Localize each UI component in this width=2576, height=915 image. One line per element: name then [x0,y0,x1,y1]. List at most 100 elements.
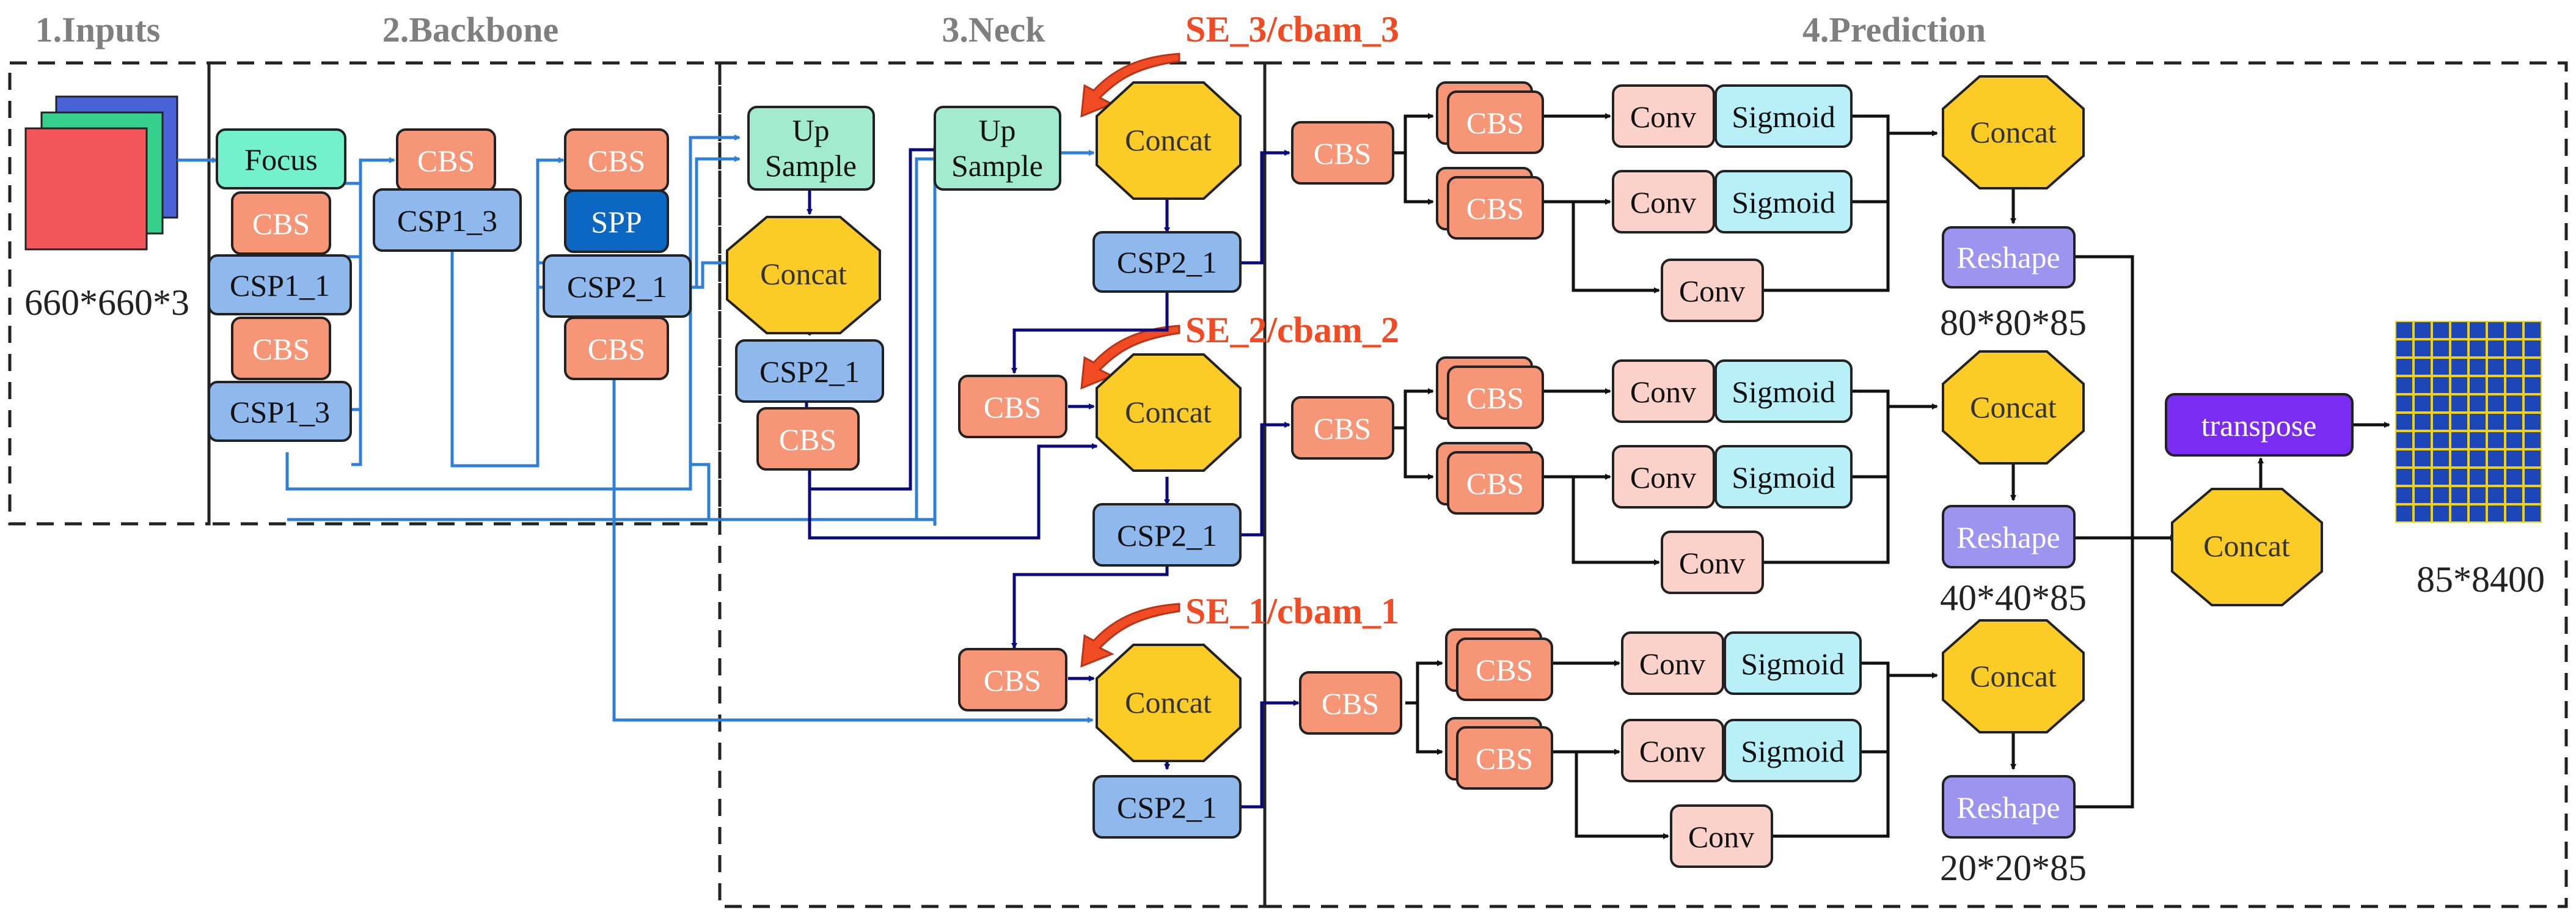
upsample-label: Sample [951,149,1043,183]
cbs-block[interactable]: CBS [958,648,1067,711]
upsample-block[interactable]: Up Sample [747,106,875,191]
section-title-neck: 3.Neck [942,10,1045,50]
conv-block[interactable]: Conv [1612,84,1715,148]
attention-arrow-3 [1080,53,1180,118]
cbs-label: CBS [1314,411,1372,446]
sigmoid-block[interactable]: Sigmoid [1714,170,1853,233]
csp2-1-block[interactable]: CSP2_1 [543,254,692,318]
output-grid-cell [2433,395,2449,411]
spp-block[interactable]: SPP [564,189,669,253]
upsample-block[interactable]: Up Sample [934,106,1061,191]
output-grid-cell [2433,377,2449,393]
conv-block[interactable]: Conv [1612,170,1715,233]
conv-block[interactable]: Conv [1612,445,1715,509]
cbs-label: CBS [1476,653,1534,687]
output-grid-cell [2525,395,2541,411]
sigmoid-block[interactable]: Sigmoid [1714,445,1853,509]
conv-label: Conv [1630,375,1696,409]
output-dim-40: 40*40*85 [1940,578,2087,618]
csp2-1-block[interactable]: CSP2_1 [1092,775,1242,839]
concat-block[interactable]: Concat [1942,619,2085,733]
cbs-block[interactable]: CBS [231,317,331,380]
cbs-block[interactable]: CBS [756,407,860,471]
conv-block[interactable]: Conv [1661,531,1764,594]
cbs-stack-block[interactable]: CBS [1445,717,1553,790]
reshape-label: Reshape [1956,240,2060,274]
cbs-block[interactable]: CBS [564,317,669,380]
attention-arrow-1 [1080,603,1180,668]
concat-block[interactable]: Concat [2171,488,2323,606]
concat-block[interactable]: Concat [1096,644,1242,762]
concat-block[interactable]: Concat [1942,75,2085,189]
cbs-stack-block[interactable]: CBS [1436,356,1544,429]
cbs-stack-block[interactable]: CBS [1436,442,1544,515]
concat-block[interactable]: Concat [1942,350,2085,465]
output-grid-cell [2488,414,2504,430]
cbs-block[interactable]: CBS [564,128,669,192]
csp2-1-block[interactable]: CSP2_1 [735,339,884,403]
conv-block[interactable]: Conv [1670,804,1773,868]
sigmoid-label: Sigmoid [1732,460,1835,494]
output-grid-cell [2433,505,2449,521]
output-grid-cell [2415,340,2431,356]
reshape-block[interactable]: Reshape [1942,505,2076,568]
cbs-block[interactable]: CBS [1299,671,1402,735]
conv-block[interactable]: Conv [1621,631,1724,695]
csp2-1-block[interactable]: CSP2_1 [1092,503,1242,567]
input-image-stack [24,95,178,251]
reshape-block[interactable]: Reshape [1942,775,2076,839]
output-grid-cell [2396,395,2412,411]
output-grid-cell [2488,395,2504,411]
output-grid-cell [2470,322,2486,338]
output-grid-cell [2396,505,2412,521]
output-grid-cell [2451,432,2467,448]
conv-block[interactable]: Conv [1612,359,1715,423]
cbs-label: CBS [1322,686,1380,721]
concat-block[interactable]: Concat [1096,353,1242,472]
sigmoid-block[interactable]: Sigmoid [1724,719,1862,782]
cbs-stack-block[interactable]: CBS [1436,81,1544,154]
concat-block[interactable]: Concat [726,216,881,334]
output-grid-cell [2396,322,2412,338]
sigmoid-block[interactable]: Sigmoid [1724,631,1862,695]
concat-block[interactable]: Concat [1096,81,1242,200]
cbs-label: CBS [1466,106,1524,140]
output-grid-cell [2415,395,2431,411]
output-grid-cell [2525,377,2541,393]
csp1-3-block[interactable]: CSP1_3 [208,381,352,442]
csp2-1-label: CSP2_1 [759,355,860,389]
output-grid-cell [2415,377,2431,393]
output-grid-cell [2525,432,2541,448]
output-grid-cell [2506,322,2522,338]
cbs-stack-block[interactable]: CBS [1445,628,1553,701]
sigmoid-block[interactable]: Sigmoid [1714,359,1853,423]
output-grid-cell [2433,359,2449,375]
csp1-3-block[interactable]: CSP1_3 [373,188,522,252]
output-grid-cell [2396,377,2412,393]
output-grid-cell [2433,414,2449,430]
cbs-label: CBS [779,422,837,457]
output-grid-cell [2525,414,2541,430]
conv-block[interactable]: Conv [1661,259,1764,322]
output-grid-cell [2525,487,2541,503]
csp1-1-block[interactable]: CSP1_1 [208,254,352,315]
output-grid-cell [2488,377,2504,393]
reshape-block[interactable]: Reshape [1942,226,2076,288]
focus-block[interactable]: Focus [216,128,346,189]
transpose-block[interactable]: transpose [2165,393,2354,457]
cbs-block[interactable]: CBS [396,128,496,192]
prediction-frame [1263,61,2568,908]
cbs-label: CBS [252,207,310,241]
cbs-block[interactable]: CBS [231,191,331,255]
csp2-1-block[interactable]: CSP2_1 [1092,231,1242,293]
cbs-stack-block[interactable]: CBS [1436,167,1544,240]
output-grid-cell [2506,487,2522,503]
output-grid-cell [2470,340,2486,356]
conv-block[interactable]: Conv [1621,719,1724,782]
sigmoid-block[interactable]: Sigmoid [1714,84,1853,148]
output-dim-20: 20*20*85 [1940,848,2087,888]
cbs-block[interactable]: CBS [958,375,1067,438]
cbs-block[interactable]: CBS [1291,396,1394,460]
cbs-block[interactable]: CBS [1291,121,1394,185]
output-grid-cell [2433,322,2449,338]
